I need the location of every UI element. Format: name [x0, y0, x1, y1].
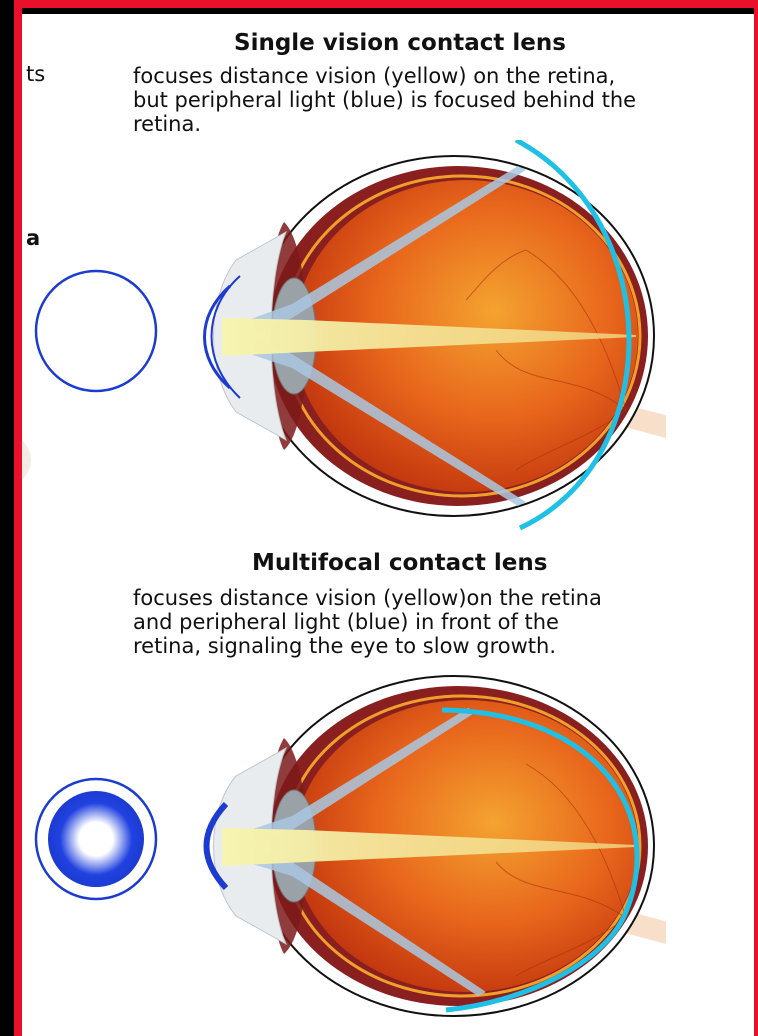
multifocal-title: Multifocal contact lens: [252, 550, 547, 576]
frame-left: [0, 0, 14, 1036]
single-vision-title: Single vision contact lens: [234, 30, 566, 56]
frame-right: [754, 0, 758, 1036]
cropped-text-fragment: a: [26, 226, 40, 250]
decorative-shape: [22, 430, 46, 490]
multifocal-description: focuses distance vision (yellow)on the r…: [133, 586, 743, 658]
single-vision-lens-icon: [30, 267, 160, 397]
cropped-text-fragment: ts: [26, 62, 45, 86]
single-vision-description: focuses distance vision (yellow) on the …: [133, 64, 733, 136]
frame-top-accent: [0, 0, 758, 8]
multifocal-lens-icon: [30, 775, 160, 905]
frame-left-accent: [14, 8, 22, 1036]
multifocal-eye-diagram: [196, 672, 666, 1036]
single-vision-eye-diagram: [196, 140, 666, 532]
